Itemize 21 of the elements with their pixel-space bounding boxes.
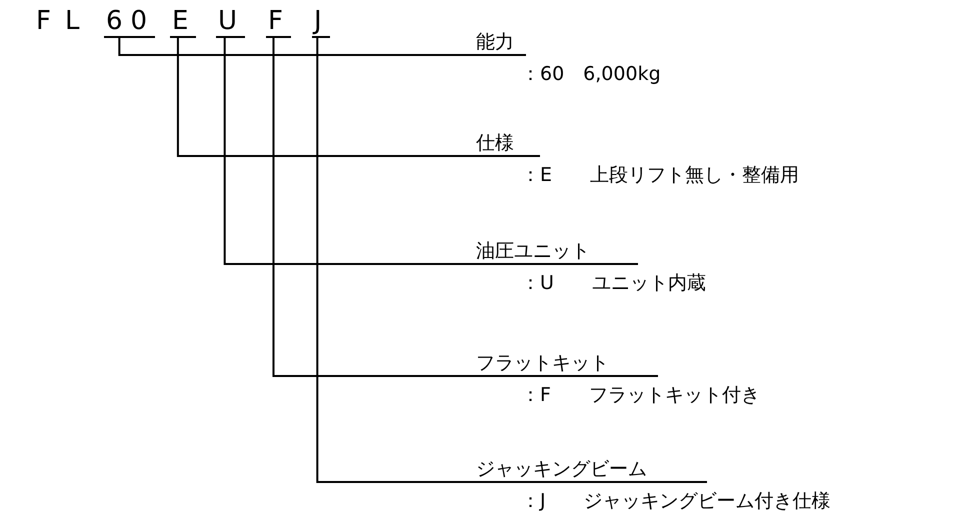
code-segment: 60 [104, 6, 156, 38]
spec-description: ：F フラットキット付き [521, 383, 760, 407]
spec-heading: 能力 [476, 30, 526, 56]
spec-heading: 油圧ユニット [476, 239, 638, 265]
leader-line [272, 38, 476, 377]
leader-line [118, 38, 476, 56]
spec-description: ：E 上段リフト無し・整備用 [521, 163, 800, 187]
leader-line [224, 38, 476, 265]
code-segment: E [170, 6, 196, 38]
code-segment: F [266, 6, 291, 38]
spec-description: ：U ユニット内蔵 [521, 271, 706, 295]
spec-heading: 仕様 [476, 131, 540, 157]
leader-line [176, 38, 476, 157]
spec-heading: フラットキット [476, 351, 658, 377]
spec-description: ：60 6,000kg [521, 62, 661, 86]
spec-description: ：J ジャッキングビーム付き仕様 [521, 489, 831, 513]
code-segment: U [216, 6, 246, 38]
model-prefix: FL [36, 6, 94, 36]
spec-heading: ジャッキングビーム [476, 457, 707, 483]
code-segment: J [312, 6, 330, 38]
leader-line [316, 38, 476, 483]
